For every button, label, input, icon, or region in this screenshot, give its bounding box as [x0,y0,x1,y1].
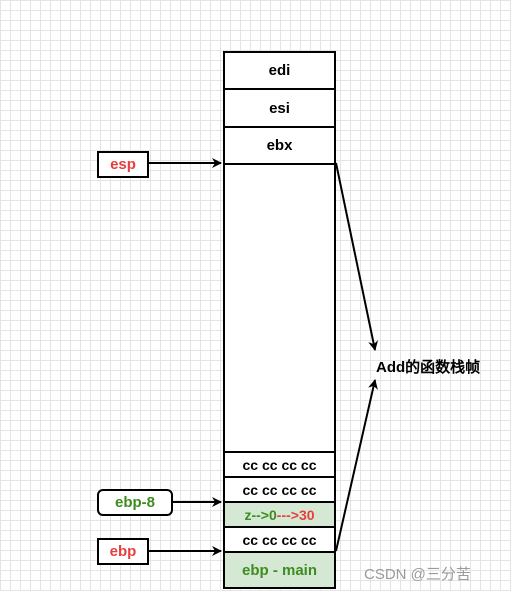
add-stack-frame-label: Add的函数栈帧 [376,359,481,376]
stack-cell-ebp-main: ebp - main [223,551,336,589]
stack-cell-edi: edi [223,51,336,90]
z-new-value: --->30 [276,506,315,523]
csdn-watermark: CSDN @三分苦 [364,566,471,583]
frame-bottom-arrow [335,379,378,552]
esp-pointer-label: esp [97,151,149,178]
frame-top-arrow [335,162,379,351]
z-initial-value: z-->0 [244,506,277,523]
ebp-minus-8-pointer-label: ebp-8 [97,489,173,516]
ebp-pointer-label: ebp [97,538,149,565]
ebp-main-label: ebp - main [241,561,317,579]
stack-cell-z: z-->0--->30 [223,501,336,528]
stack-cell-ebx: ebx [223,126,336,165]
